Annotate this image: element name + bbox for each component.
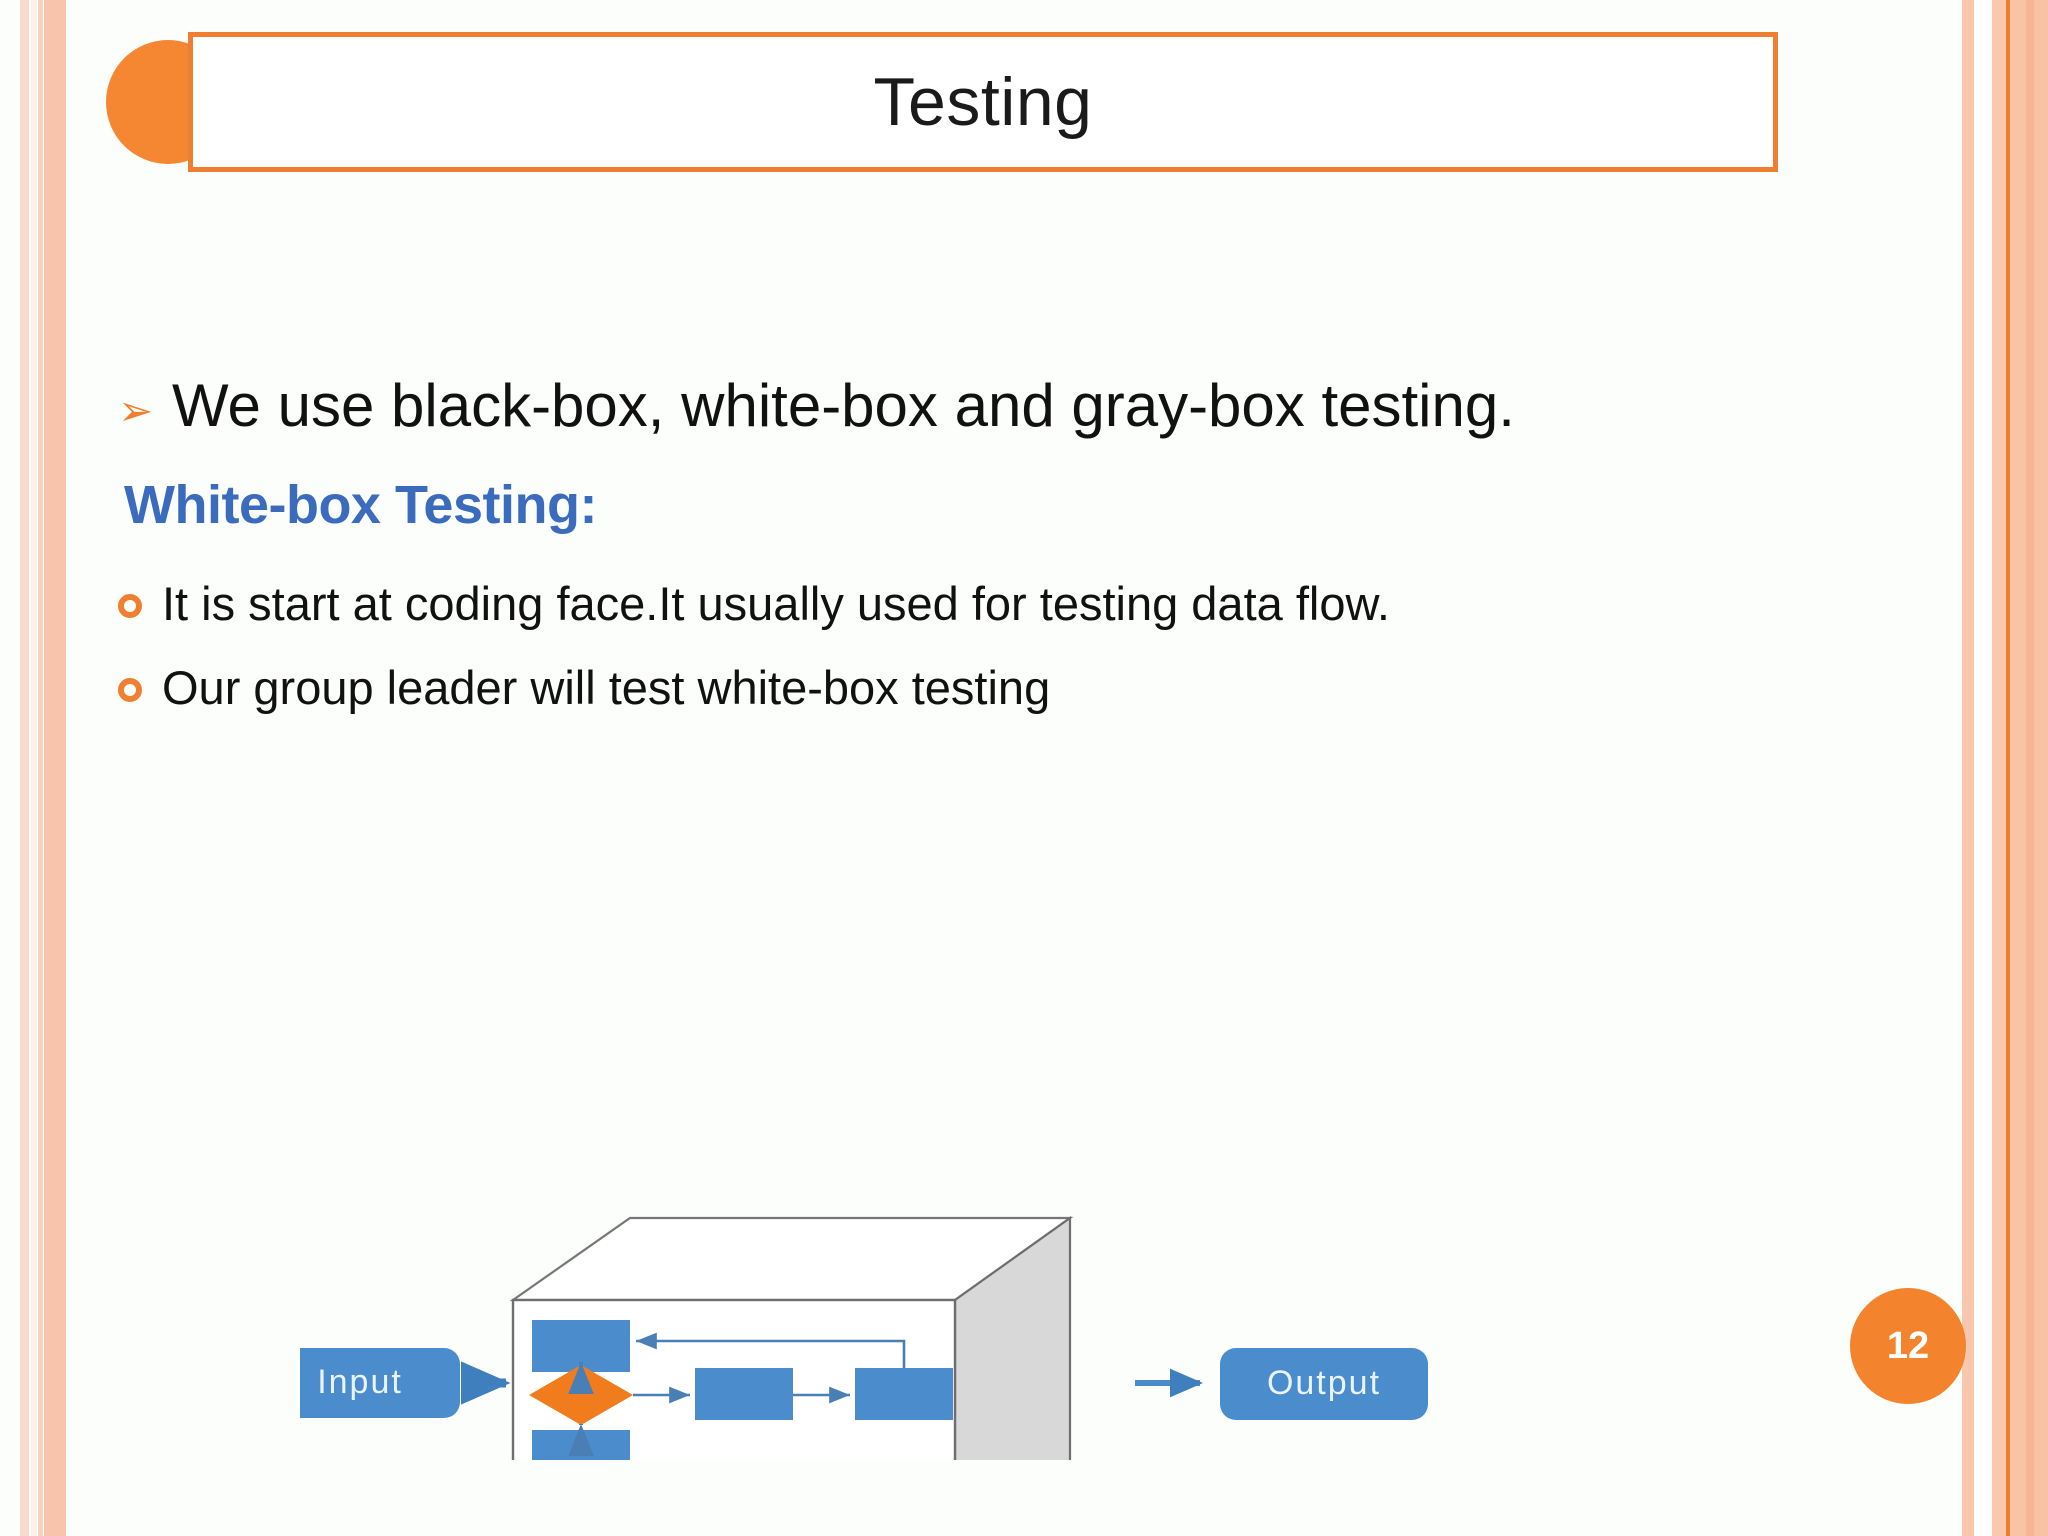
right-border-stripe-7 bbox=[2034, 0, 2048, 1536]
sub-bullet-text: Our group leader will test white-box tes… bbox=[162, 661, 1051, 714]
left-border-stripe-3 bbox=[38, 0, 43, 1536]
main-bullet-text: We use black-box, white-box and gray-box… bbox=[172, 372, 1515, 439]
left-border-stripe-4 bbox=[44, 0, 66, 1536]
page-title: Testing bbox=[873, 64, 1093, 140]
output-node-label: Output bbox=[1267, 1364, 1381, 1402]
right-border-stripe-3 bbox=[1992, 0, 2006, 1536]
right-border-stripe-5 bbox=[2010, 0, 2026, 1536]
right-border-stripe-2 bbox=[1974, 0, 1992, 1536]
main-bullet-item: ➢ We use black-box, white-box and gray-b… bbox=[118, 374, 1515, 437]
input-node-label: Input bbox=[317, 1363, 403, 1401]
flow-node-process-middle bbox=[695, 1368, 793, 1420]
flow-node-process-bottom bbox=[532, 1430, 630, 1480]
sub-bullet-text: It is start at coding face.It usually us… bbox=[162, 577, 1390, 630]
flow-node-process-right bbox=[855, 1368, 953, 1420]
sub-bullet-item: It is start at coding face.It usually us… bbox=[118, 578, 1390, 630]
output-node bbox=[1220, 1348, 1428, 1420]
arrow-bullet-icon: ➢ bbox=[118, 387, 154, 434]
input-node bbox=[260, 1348, 460, 1418]
right-border-stripe-6 bbox=[2026, 0, 2034, 1536]
sub-bullet-item: Our group leader will test white-box tes… bbox=[118, 662, 1050, 714]
circle-bullet-icon bbox=[118, 594, 142, 618]
right-border-stripe-4 bbox=[2006, 0, 2010, 1536]
flow-edge-feedback-loop bbox=[636, 1332, 906, 1368]
circle-bullet-icon bbox=[118, 678, 142, 702]
white-box-testing-diagram: White Box Input Output bbox=[260, 1010, 1700, 1536]
left-border-stripe-2 bbox=[31, 0, 37, 1536]
section-heading: White-box Testing: bbox=[124, 475, 597, 535]
diagram-canvas: White Box Input Output bbox=[260, 1215, 1428, 1536]
left-border-stripe-1 bbox=[20, 0, 29, 1536]
title-frame bbox=[188, 32, 1778, 172]
page-number-badge: 12 bbox=[1850, 1288, 1966, 1404]
right-border-stripe-1 bbox=[1962, 0, 1974, 1536]
flow-node-decision bbox=[529, 1365, 633, 1425]
